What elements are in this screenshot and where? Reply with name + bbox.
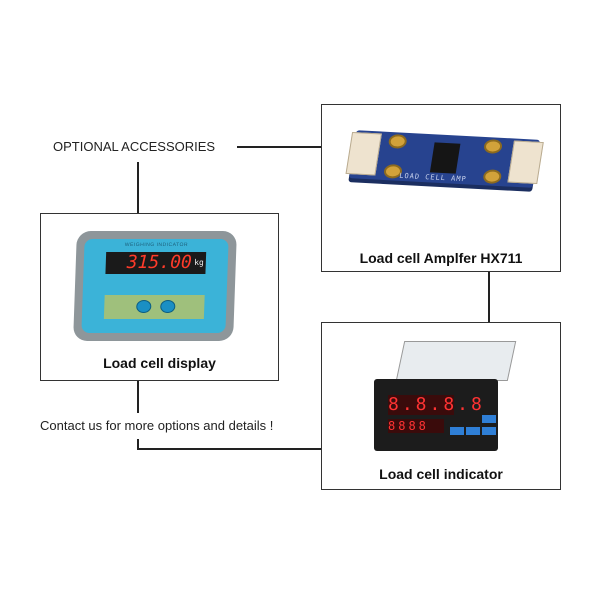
connector (507, 140, 544, 185)
connector-line (137, 439, 139, 449)
connector-line (488, 271, 490, 322)
indicator-key (466, 427, 480, 435)
product-caption: Load cell indicator (379, 466, 503, 482)
reading-value: 315.00 (126, 252, 193, 273)
product-card-hx711: LOAD CELL AMP Load cell Amplfer HX711 (321, 104, 561, 272)
contact-text: Contact us for more options and details … (40, 418, 274, 433)
optional-accessories-heading: OPTIONAL ACCESSORIES (53, 139, 216, 154)
bottom-led-readout: 8888 (388, 419, 444, 433)
display-button (136, 300, 152, 313)
connector-line (237, 146, 321, 148)
connector (345, 131, 382, 176)
connector-line (137, 380, 139, 413)
product-caption: Load cell Amplfer HX711 (359, 250, 523, 266)
load-cell-indicator-image: 8.8.8.8 8888 (374, 379, 498, 451)
connector-line (137, 162, 139, 213)
product-card-load-cell-indicator: 8.8.8.8 8888 Load cell indicator (321, 322, 561, 490)
indicator-key (450, 427, 464, 435)
chip (429, 142, 461, 174)
top-led-readout: 8.8.8.8 (388, 394, 485, 415)
board-label: LOAD CELL AMP (398, 171, 468, 184)
connector-line (137, 448, 321, 450)
display-title: WEIGHING INDICATOR (124, 242, 189, 248)
indicator-key (482, 415, 496, 423)
display-button (160, 300, 176, 313)
unit-label: kg (194, 258, 204, 267)
indicator-key (482, 427, 496, 435)
indicator-label-plate (395, 341, 517, 381)
hx711-board-image: LOAD CELL AMP (345, 130, 544, 188)
product-caption: Load cell display (103, 355, 216, 371)
